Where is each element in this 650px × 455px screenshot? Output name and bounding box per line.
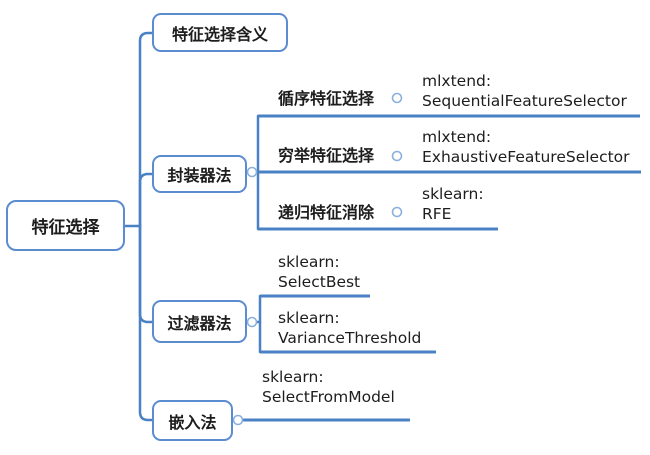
branch-line-embedded [138, 224, 154, 422]
leaf-class-line: SelectBest [278, 273, 361, 291]
leaf-lib-line: sklearn: [422, 185, 484, 203]
leaf-class-line: SequentialFeatureSelector [422, 92, 627, 110]
subtopic-exhaustive-feature-selection[interactable]: 穷举特征选择 [278, 146, 375, 165]
leaf-selectbest[interactable]: sklearn: SelectBest [278, 252, 360, 292]
leaf-lib-line: sklearn: [278, 253, 340, 271]
leaf-class-line: RFE [422, 205, 452, 223]
collapse-toggle-recursive[interactable] [391, 206, 403, 218]
collapse-toggle-wrapper[interactable] [246, 166, 258, 178]
collapse-toggle-sequential[interactable] [391, 92, 403, 104]
collapse-toggle-filter[interactable] [246, 316, 258, 328]
branch-node-wrapper-method[interactable]: 封装器法 [152, 155, 247, 193]
branch-line-wrapper [138, 172, 154, 228]
leaf-selectfrommodel[interactable]: sklearn: SelectFromModel [262, 367, 395, 407]
subtopic-sequential-feature-selection[interactable]: 循序特征选择 [278, 89, 375, 108]
leaf-rfe[interactable]: sklearn: RFE [422, 184, 484, 224]
branch-node-embedded-method[interactable]: 嵌入法 [152, 400, 233, 441]
leaf-class-line: SelectFromModel [262, 388, 395, 406]
branch-line-meaning [138, 31, 154, 228]
leaf-class-line: VarianceThreshold [278, 329, 422, 347]
leaf-exhaustivefeatureselector[interactable]: mlxtend: ExhaustiveFeatureSelector [422, 127, 630, 167]
leaf-variancethreshold[interactable]: sklearn: VarianceThreshold [278, 308, 421, 348]
branch-node-meaning[interactable]: 特征选择含义 [152, 13, 288, 52]
branch-line-filter [138, 224, 154, 324]
leaf-lib-line: mlxtend: [422, 128, 492, 146]
leaf-class-line: ExhaustiveFeatureSelector [422, 148, 630, 166]
root-node[interactable]: 特征选择 [6, 200, 125, 251]
subtopic-recursive-feature-elimination[interactable]: 递归特征消除 [278, 203, 375, 222]
branch-node-filter-method[interactable]: 过滤器法 [152, 300, 247, 343]
collapse-toggle-exhaustive[interactable] [391, 150, 403, 162]
collapse-toggle-embedded[interactable] [232, 414, 244, 426]
leaf-lib-line: sklearn: [278, 309, 340, 327]
leaf-sequentialfeatureselector[interactable]: mlxtend: SequentialFeatureSelector [422, 71, 627, 111]
leaf-lib-line: mlxtend: [422, 72, 492, 90]
leaf-lib-line: sklearn: [262, 368, 324, 386]
